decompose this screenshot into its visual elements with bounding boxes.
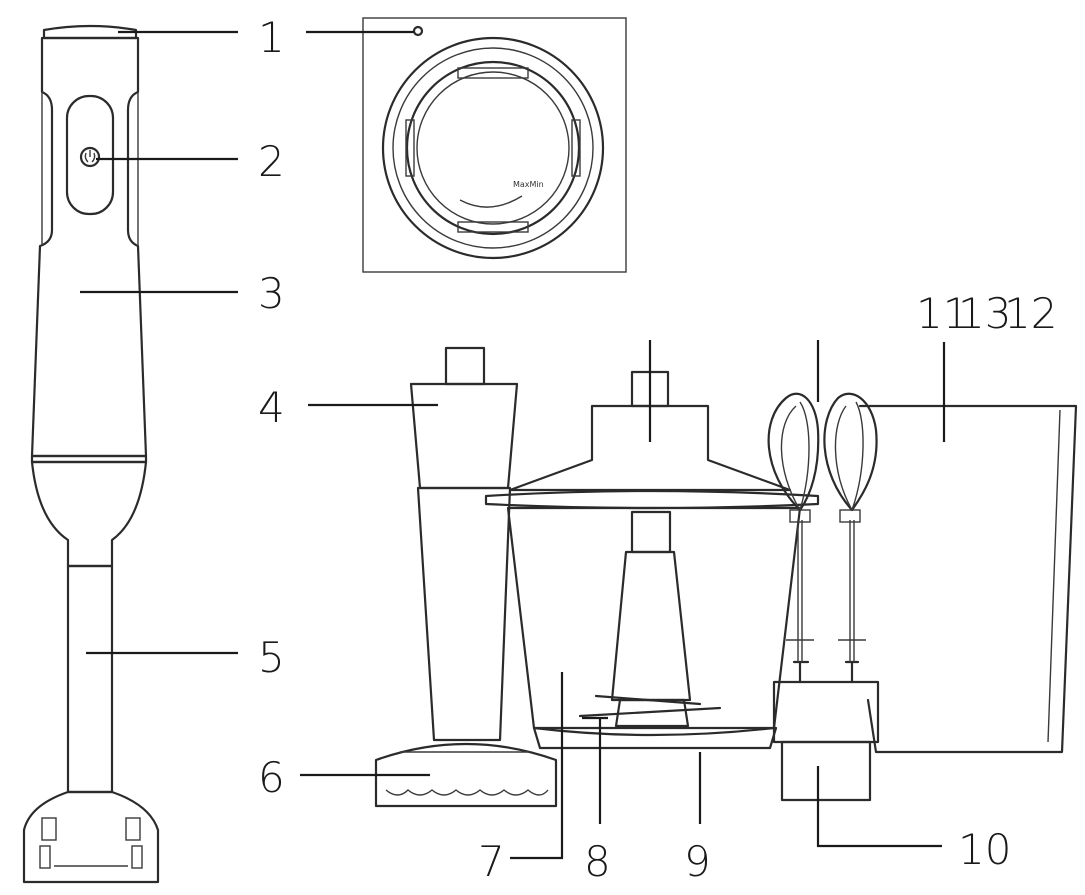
callout-4: 4	[258, 383, 285, 432]
leader-lines	[80, 30, 946, 860]
blender-stick-attachment	[374, 346, 558, 808]
chopper-bowl	[484, 370, 820, 750]
bowl-top-view-inset: MaxMin	[362, 17, 627, 273]
callout-1: 1	[258, 13, 285, 62]
callout-numbers: 1 2 3 4 5 6 7 8 9 10 11 12 13	[258, 13, 1057, 886]
callout-2: 2	[258, 137, 285, 186]
callout-8: 8	[584, 837, 611, 886]
callout-9: 9	[684, 837, 711, 886]
dial-text: MaxMin	[513, 180, 544, 189]
measuring-beaker	[858, 404, 1078, 754]
callout-3: 3	[258, 269, 285, 318]
callout-5: 5	[258, 633, 285, 682]
power-button-icon	[79, 146, 101, 168]
callout-11: 11	[916, 289, 969, 338]
callout-7: 7	[478, 837, 505, 886]
inset-marker-dot	[412, 25, 424, 37]
callout-12: 12	[1004, 289, 1057, 338]
hand-blender	[22, 24, 160, 884]
callout-13: 13	[958, 289, 1011, 338]
callout-10: 10	[958, 825, 1011, 874]
whisk-attachment	[767, 392, 880, 802]
callout-6: 6	[258, 753, 285, 802]
